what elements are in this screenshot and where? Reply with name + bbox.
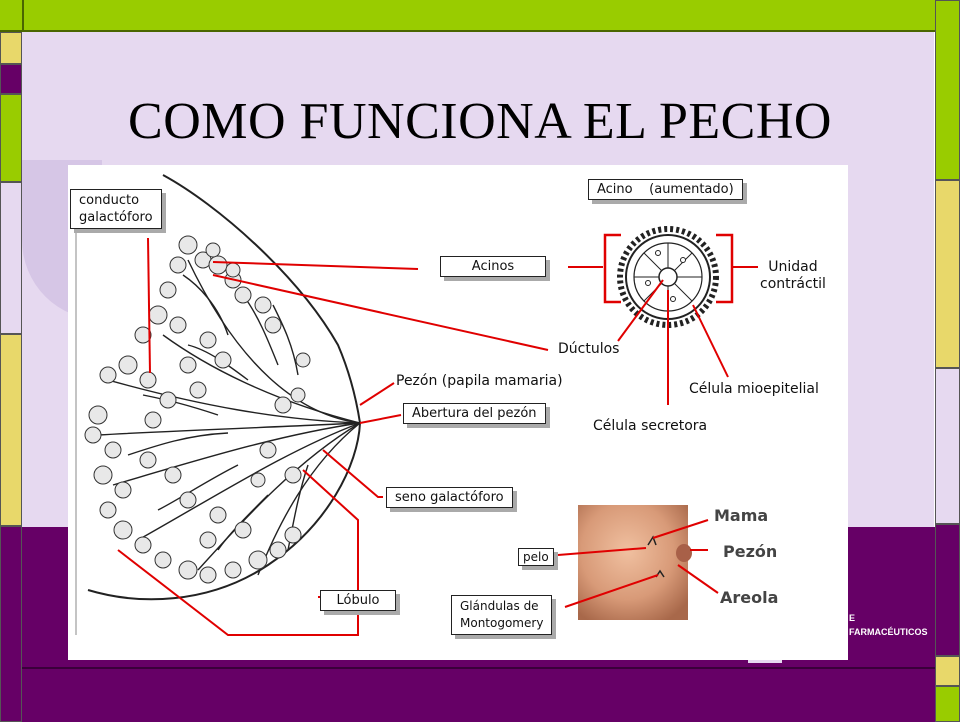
- left-strip: [0, 30, 22, 722]
- label-areola: Areola: [720, 588, 779, 607]
- contractil-bracket: [716, 233, 734, 304]
- label-ductulos: Dúctulos: [558, 341, 620, 357]
- label-pezon: Pezón: [723, 542, 778, 561]
- bottom-purple-bar: [22, 667, 935, 722]
- label-lobulo: Lóbulo: [320, 590, 396, 611]
- label-pezon-papila: Pezón (papila mamaria): [396, 373, 563, 389]
- label-aumentado: (aumentado): [649, 182, 734, 197]
- label-abertura-pezon: Abertura del pezón: [403, 403, 546, 424]
- diagram-drawing: [75, 174, 758, 636]
- lobule-clusters: [84, 235, 311, 584]
- footer-logo-text-2: FARMACÉUTICOS: [849, 627, 928, 637]
- label-glandulas-montogomery: Glándulas de Montogomery: [451, 595, 553, 635]
- label-unidad-contractil: Unidad contráctil: [760, 259, 826, 292]
- label-mama: Mama: [714, 506, 769, 525]
- label-seno-galactoforo: seno galactóforo: [386, 487, 513, 508]
- label-celula-secretora: Célula secretora: [593, 418, 708, 434]
- breast-diagram: conducto galactóforo Acino (aumentado) A…: [68, 165, 848, 660]
- slide-title: COMO FUNCIONA EL PECHO: [128, 93, 832, 150]
- label-acino-aumentado: Acino (aumentado): [588, 179, 743, 200]
- label-acino: Acino: [597, 182, 633, 197]
- acinos-bracket: [603, 233, 621, 304]
- top-green-bar: [0, 0, 935, 32]
- acino-enlarged-drawing: [617, 226, 719, 328]
- milk-ducts: [97, 259, 361, 576]
- label-pelo: pelo: [518, 548, 554, 566]
- label-conducto-galactoforo: conducto galactóforo: [70, 189, 162, 229]
- label-celula-mioepitelial: Célula mioepitelial: [689, 381, 819, 397]
- footer-logo-text-1: E: [849, 613, 856, 623]
- footer-underline: [748, 660, 782, 663]
- right-strip: [935, 0, 960, 722]
- label-acinos: Acinos: [440, 256, 546, 277]
- top-bar-divider: [22, 0, 24, 30]
- nipple-photo: [578, 505, 692, 620]
